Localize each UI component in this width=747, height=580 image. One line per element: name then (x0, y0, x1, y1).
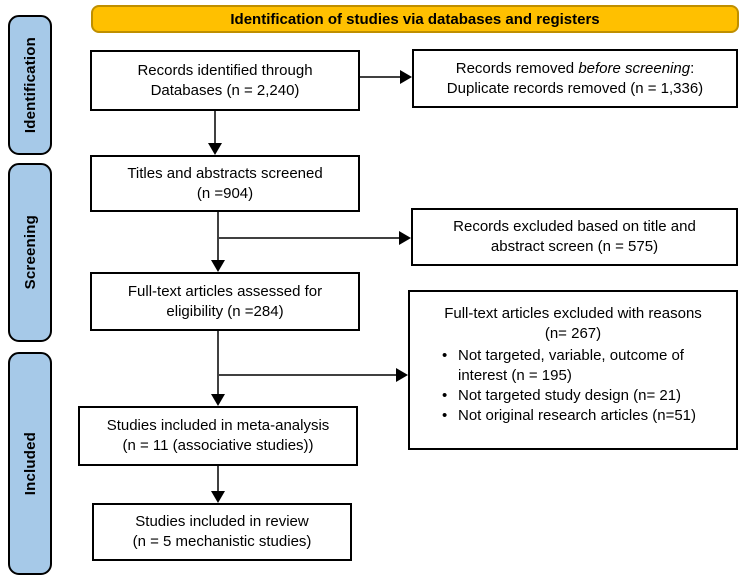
titles-screened-line1: Titles and abstracts screened (127, 164, 323, 182)
records-identified-line1: Records identified through (137, 61, 313, 79)
box-meta-analysis-included: Studies included in meta-analysis (n = 1… (78, 406, 358, 466)
exclusion-reason-item: Not original research articles (n=51) (442, 406, 730, 426)
arrow-titles-to-excluded-head-icon (399, 231, 411, 245)
arrow-records-to-removed-line (360, 76, 400, 78)
box-records-removed: Records removed before screening: Duplic… (412, 49, 738, 108)
fulltext-excluded-title: Full-text articles excluded with reasons (444, 305, 702, 322)
exclusion-reason-item: Not targeted study design (n= 21) (442, 386, 730, 406)
fulltext-excluded-count: (n= 267) (544, 325, 602, 342)
stage-identification: Identification (8, 15, 52, 155)
arrow-meta-to-review-line (217, 466, 219, 491)
arrow-meta-to-review-head-icon (211, 491, 225, 503)
stage-included-label: Included (21, 431, 39, 496)
arrow-titles-to-excluded-line (218, 237, 399, 239)
title-abstract-excluded-line2: abstract screen (n = 575) (490, 238, 659, 255)
records-removed-line2: Duplicate records removed (n = 1,336) (446, 79, 704, 97)
records-identified-line2: Databases (n = 2,240) (150, 81, 300, 99)
stage-screening: Screening (8, 163, 52, 342)
fulltext-assessed-line1: Full-text articles assessed for (127, 282, 323, 300)
stage-included: Included (8, 352, 52, 575)
arrow-records-to-titles-line (214, 111, 216, 144)
fulltext-assessed-line2: eligibility (n =284) (166, 302, 284, 320)
records-removed-line1: Records removed before screening: (456, 59, 694, 79)
arrow-fulltext-to-meta-head-icon (211, 394, 225, 406)
records-removed-suffix: : (690, 59, 695, 77)
titles-screened-line2: (n =904) (196, 184, 254, 202)
box-records-excluded-title-abstract: Records excluded based on title and abst… (411, 208, 738, 266)
records-removed-prefix: Records removed (455, 59, 579, 77)
diagram-title: Identification of studies via databases … (230, 10, 600, 28)
exclusion-reason-item: Not targeted, variable, outcome of inter… (442, 346, 730, 386)
stage-screening-label: Screening (21, 215, 39, 290)
arrow-fulltext-to-reasons-head-icon (396, 368, 408, 382)
box-fulltext-assessed: Full-text articles assessed for eligibil… (90, 272, 360, 331)
box-fulltext-excluded-reasons: Full-text articles excluded with reasons… (408, 290, 738, 450)
meta-analysis-line1: Studies included in meta-analysis (106, 417, 330, 434)
arrow-records-to-titles-head-icon (208, 143, 222, 155)
arrow-fulltext-to-reasons-line (218, 374, 396, 376)
fulltext-excluded-reason-list: Not targeted, variable, outcome of inter… (416, 346, 730, 426)
box-titles-abstracts-screened: Titles and abstracts screened (n =904) (90, 155, 360, 212)
box-records-identified: Records identified through Databases (n … (90, 50, 360, 111)
arrow-titles-to-fulltext-head-icon (211, 260, 225, 272)
arrow-titles-to-fulltext-line (217, 212, 219, 260)
meta-analysis-line2: (n = 11 (associative studies)) (122, 437, 314, 454)
stage-identification-label: Identification (21, 36, 39, 134)
arrow-fulltext-to-meta-line (217, 331, 219, 394)
arrow-records-to-removed-head-icon (400, 70, 412, 84)
review-included-line2: (n = 5 mechanistic studies) (132, 533, 312, 550)
review-included-line1: Studies included in review (135, 513, 309, 530)
title-abstract-excluded-line1: Records excluded based on title and (453, 218, 696, 235)
box-review-included: Studies included in review (n = 5 mechan… (92, 503, 352, 561)
diagram-title-banner: Identification of studies via databases … (91, 5, 739, 33)
records-removed-italic: before screening (578, 59, 691, 77)
